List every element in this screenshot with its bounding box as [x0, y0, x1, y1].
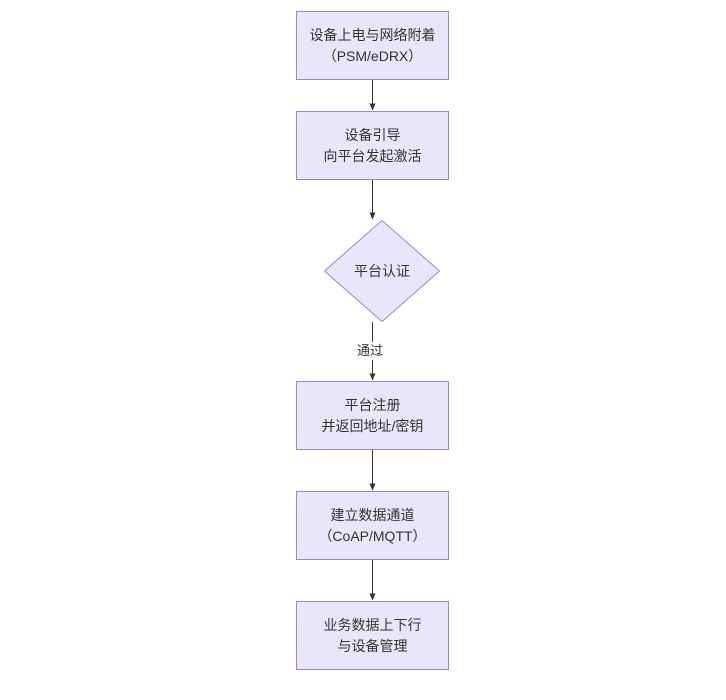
- node-business-data-line-2: 与设备管理: [337, 637, 408, 654]
- node-platform-register-line-1: 平台注册: [344, 396, 401, 413]
- node-power-on-line-1: 设备上电与网络附着: [309, 26, 436, 43]
- node-platform-auth-label: 平台认证: [354, 262, 410, 279]
- node-power-on[interactable]: 设备上电与网络附着 （PSM/eDRX）: [296, 11, 449, 80]
- edge-label-pass-text: 通过: [357, 343, 384, 358]
- node-data-channel[interactable]: 建立数据通道 （CoAP/MQTT）: [296, 491, 449, 560]
- node-bootstrap-line-1: 设备引导: [344, 126, 401, 143]
- node-bootstrap[interactable]: 设备引导 向平台发起激活: [296, 111, 449, 180]
- node-data-channel-line-2: （CoAP/MQTT）: [318, 527, 427, 544]
- node-platform-register[interactable]: 平台注册 并返回地址/密钥: [296, 381, 449, 450]
- node-bootstrap-line-2: 向平台发起激活: [323, 147, 422, 164]
- diamond-shape-icon: [324, 220, 440, 322]
- node-data-channel-line-1: 建立数据通道: [330, 506, 415, 523]
- node-platform-auth[interactable]: 平台认证: [324, 220, 440, 322]
- node-power-on-line-2: （PSM/eDRX）: [322, 47, 423, 64]
- edge-label-pass: 通过: [355, 342, 386, 360]
- node-business-data-line-1: 业务数据上下行: [323, 616, 422, 633]
- node-business-data[interactable]: 业务数据上下行 与设备管理: [296, 601, 449, 670]
- node-platform-register-line-2: 并返回地址/密钥: [321, 417, 424, 434]
